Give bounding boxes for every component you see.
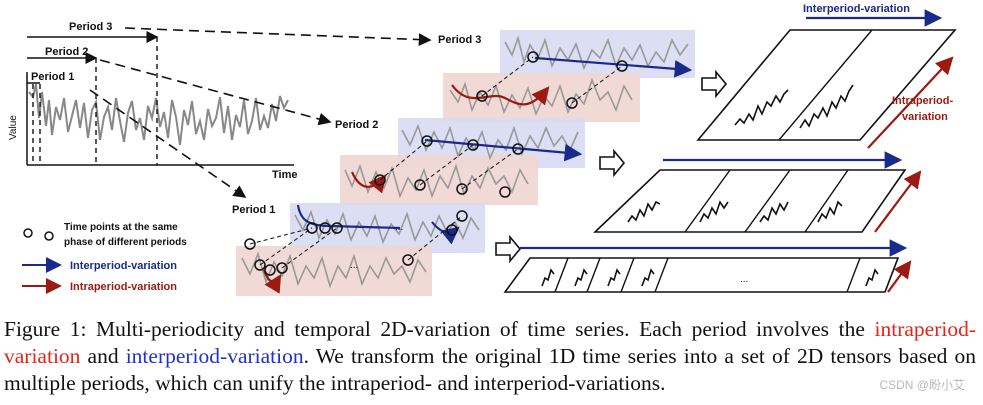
series-line (28, 83, 289, 146)
red-panel (236, 246, 432, 296)
timesnet-figure: Value Time Period 3 Period 2 Period 1 Pe… (8, 3, 957, 296)
period1-stack: Period 1 ... ... (232, 203, 485, 296)
y-axis-label: Value (8, 115, 19, 140)
inter-arrow (534, 56, 693, 78)
arrow-to-period3 (124, 27, 432, 46)
interperiod-label: Interperiod-variation (803, 3, 910, 15)
period2-stack-label: Period 2 (335, 119, 378, 131)
period3-stack: Period 3 (438, 30, 695, 122)
period1-label: Period 1 (31, 71, 74, 83)
legend-intra: Intraperiod-variation (70, 281, 177, 293)
period2-label: Period 2 (45, 46, 88, 58)
figure-caption: Figure 1: Multi-periodicity and temporal… (4, 316, 976, 397)
watermark: CSDN @盼小艾 (879, 378, 965, 392)
period1-stack-label: Period 1 (232, 204, 275, 216)
tensor-bottom: ... (503, 239, 912, 293)
period2-stack: Period 2 (335, 118, 585, 205)
caption-intra: intraperiod-variation (4, 317, 976, 368)
intraperiod-label-1: Intraperiod- (892, 95, 953, 107)
caption-suffix: . We transform the original 1D time seri… (4, 344, 977, 395)
period3-stack-label: Period 3 (438, 34, 481, 46)
intra-arrow (451, 84, 550, 106)
caption-inter: interperiod-variation (125, 344, 304, 368)
x-axis-label: Time (272, 169, 297, 181)
tensor-ellipsis: ... (740, 274, 748, 285)
caption-prefix: Figure 1: Multi-periodicity and temporal… (4, 317, 875, 341)
caption-and: and (80, 344, 126, 368)
intra-arrow (350, 171, 387, 194)
intraperiod-label-2: variation (902, 111, 948, 123)
tensor-middle (593, 151, 922, 233)
inter-arrow (424, 138, 583, 162)
legend-circles-line1: Time points at the same (64, 222, 178, 233)
transform-arrows (495, 69, 728, 264)
legend: Time points at the same phase of differe… (22, 222, 187, 294)
ellipsis-label: ... (395, 222, 403, 233)
legend-inter: Interperiod-variation (70, 260, 177, 272)
time-series-plot: Value Time Period 3 Period 2 Period 1 (8, 21, 432, 198)
period3-label: Period 3 (69, 21, 112, 33)
legend-circles-line2: phase of different periods (64, 237, 187, 248)
arrow-to-period2 (99, 59, 332, 126)
ellipsis-label: ... (350, 260, 358, 271)
inter-arrow (431, 221, 460, 245)
tensor-top: Interperiod-variation Intraperiod- varia… (696, 3, 957, 149)
